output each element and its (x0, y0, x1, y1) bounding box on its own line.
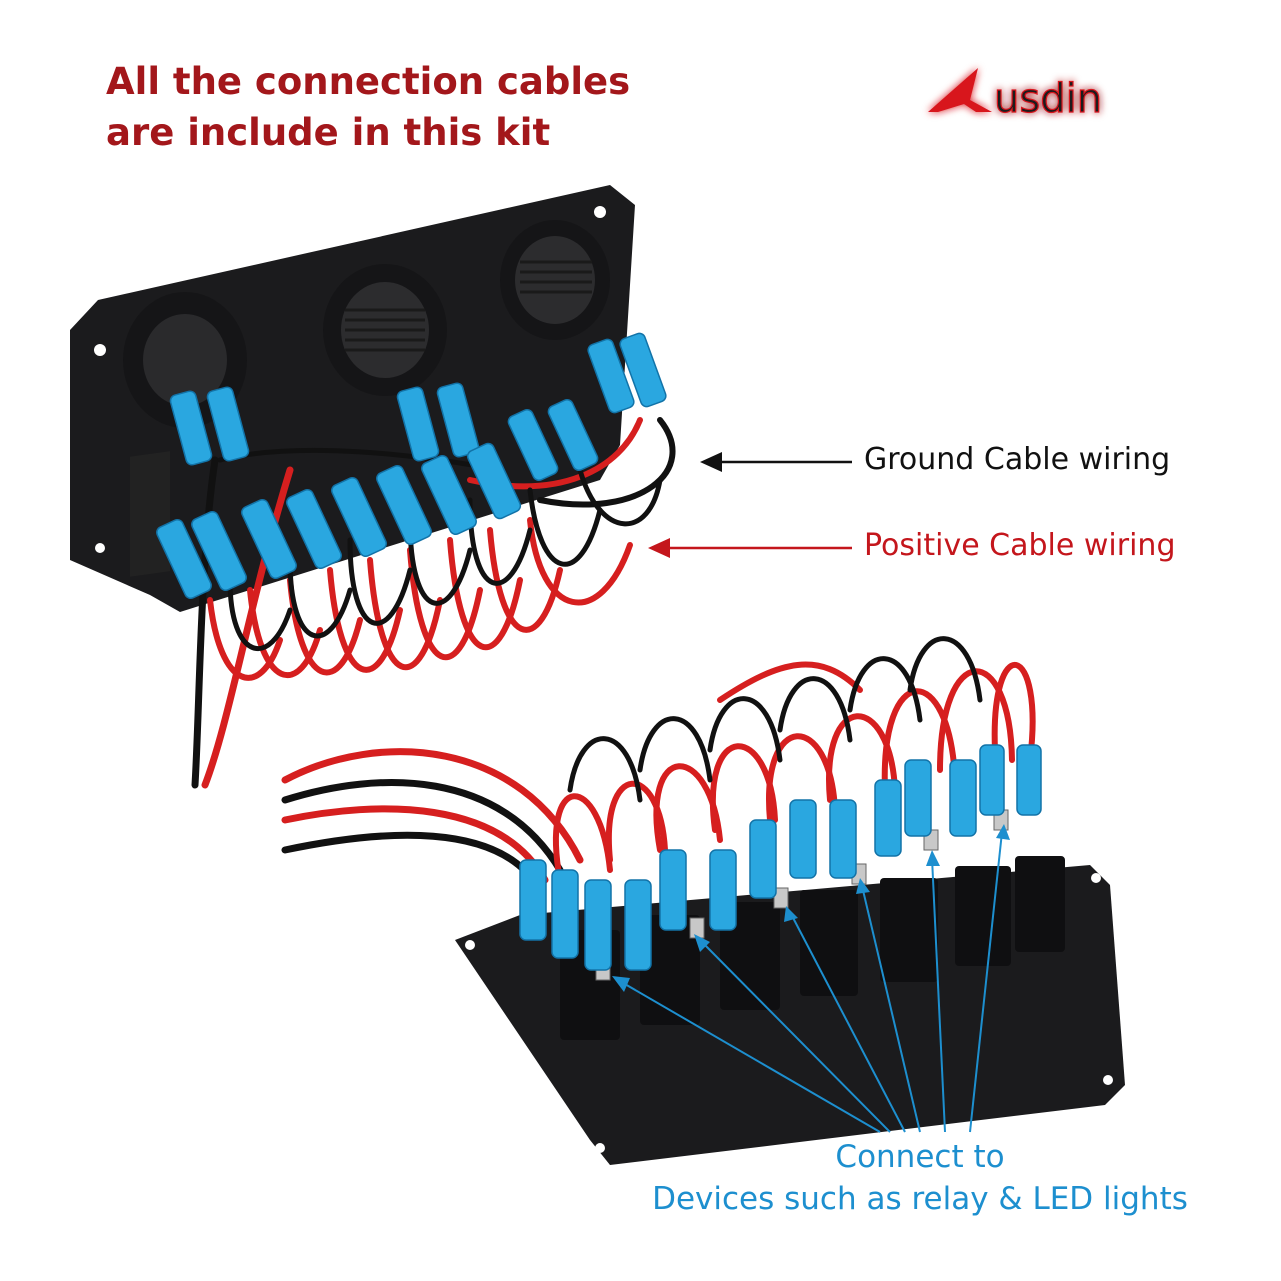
power-socket-2 (323, 264, 447, 396)
headline: All the connection cables are include in… (106, 56, 666, 158)
lower-switch-bodies (560, 856, 1065, 1040)
svg-text:usdin: usdin (994, 76, 1102, 122)
positive-arrow (648, 538, 852, 558)
upper-connectors (156, 332, 667, 600)
lower-connectors (519, 744, 1042, 971)
power-socket-3 (500, 220, 610, 340)
positive-cable-label: Positive Cable wiring (864, 528, 1176, 563)
ground-arrow (700, 452, 852, 472)
device-pointer-arrowheads (612, 824, 1010, 992)
ausdin-logo: usdin (928, 68, 1103, 123)
ground-cable-label: Ground Cable wiring (864, 442, 1171, 477)
brand-logo: usdin (920, 60, 1200, 140)
headline-line-1: All the connection cables (106, 60, 631, 103)
connect-line-2: Devices such as relay & LED lights (652, 1181, 1188, 1217)
connect-line-1: Connect to (835, 1139, 1005, 1175)
device-pointer-lines (617, 831, 1003, 1133)
connect-devices-label: Connect to Devices such as relay & LED l… (640, 1136, 1200, 1220)
headline-line-2: are include in this kit (106, 111, 551, 154)
